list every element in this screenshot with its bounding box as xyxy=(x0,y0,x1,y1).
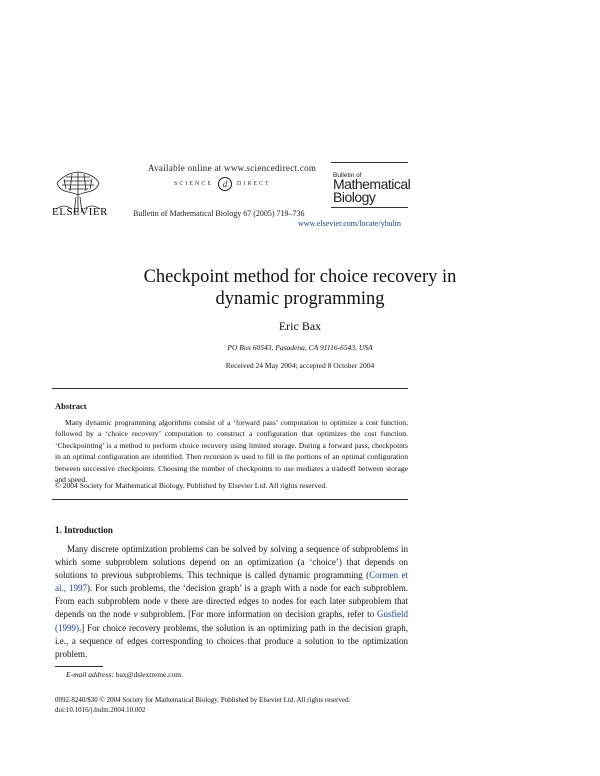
sciencedirect-right: DIRECT xyxy=(237,181,271,187)
sciencedirect-logo: SCIENCE d DIRECT xyxy=(174,177,271,191)
journal-citation: Bulletin of Mathematical Biology 67 (200… xyxy=(133,209,305,218)
intro-text-2: ). For such problems, the ‘decision grap… xyxy=(55,583,408,607)
publisher-name: ELSEVIER xyxy=(52,206,108,218)
intro-text-5: .] For choice recovery problems, the sol… xyxy=(55,622,408,659)
journal-box-top-rule xyxy=(331,162,408,163)
intro-text-1: Many discrete optimization problems can … xyxy=(55,544,408,581)
citation-link-cormen[interactable]: Cormen et al., 1997 xyxy=(55,570,408,594)
journal-url-link[interactable]: www.elsevier.com/locate/ybulm xyxy=(298,219,402,228)
article-title-line2: dynamic programming xyxy=(215,289,385,309)
article-title: Checkpoint method for choice recovery in… xyxy=(0,266,600,310)
journal-box-title-line1: Mathematical xyxy=(333,176,411,192)
journal-box-title-line2: Biology xyxy=(333,189,376,205)
sciencedirect-left: SCIENCE xyxy=(174,181,214,187)
article-dates: Received 24 May 2004; accepted 8 October… xyxy=(225,361,375,370)
footer-copyright: 0092-8240/$30 © 2004 Society for Mathema… xyxy=(55,696,351,704)
intro-text-3: there are directed edges to nodes for ea… xyxy=(55,596,409,620)
intro-text-4: subproblem. [For more information on dec… xyxy=(137,609,377,620)
article-title-line1: Checkpoint method for choice recovery in xyxy=(143,267,457,287)
abstract-heading: Abstract xyxy=(55,401,87,411)
available-online-text: Available online at www.sciencedirect.co… xyxy=(148,163,317,173)
variable-v: v xyxy=(133,609,138,620)
footnote-label: E-mail address: xyxy=(66,670,114,679)
elsevier-tree-logo xyxy=(52,169,104,214)
journal-box-bottom-rule xyxy=(331,207,408,208)
abstract-copyright: © 2004 Society for Mathematical Biology.… xyxy=(55,481,328,490)
abstract-text: Many dynamic programming algorithms cons… xyxy=(55,418,408,485)
footer-doi: doi:10.1016/j.bulm.2004.10.002 xyxy=(55,706,146,714)
footnote-email: E-mail address: bax@dslextreme.com. xyxy=(66,670,183,679)
author-address: PO Box 60543, Pasadena, CA 91116-6543, U… xyxy=(227,343,373,352)
abstract-top-rule xyxy=(52,388,408,389)
journal-box-small: Bulletin of xyxy=(333,172,362,179)
citation-link-gusfield[interactable]: Gusfield (1999) xyxy=(55,609,408,633)
author-name: Eric Bax xyxy=(278,319,322,333)
footnote-email-value: bax@dslextreme.com. xyxy=(115,670,184,679)
sciencedirect-d-icon: d xyxy=(218,177,233,191)
footnote-rule xyxy=(55,666,103,667)
section-heading-introduction: 1. Introduction xyxy=(55,525,113,535)
variable-v: v xyxy=(163,596,168,607)
introduction-paragraph: Many discrete optimization problems can … xyxy=(55,543,408,661)
abstract-bottom-rule xyxy=(52,499,408,500)
journal-box-title: Mathematical Biology xyxy=(333,176,411,205)
